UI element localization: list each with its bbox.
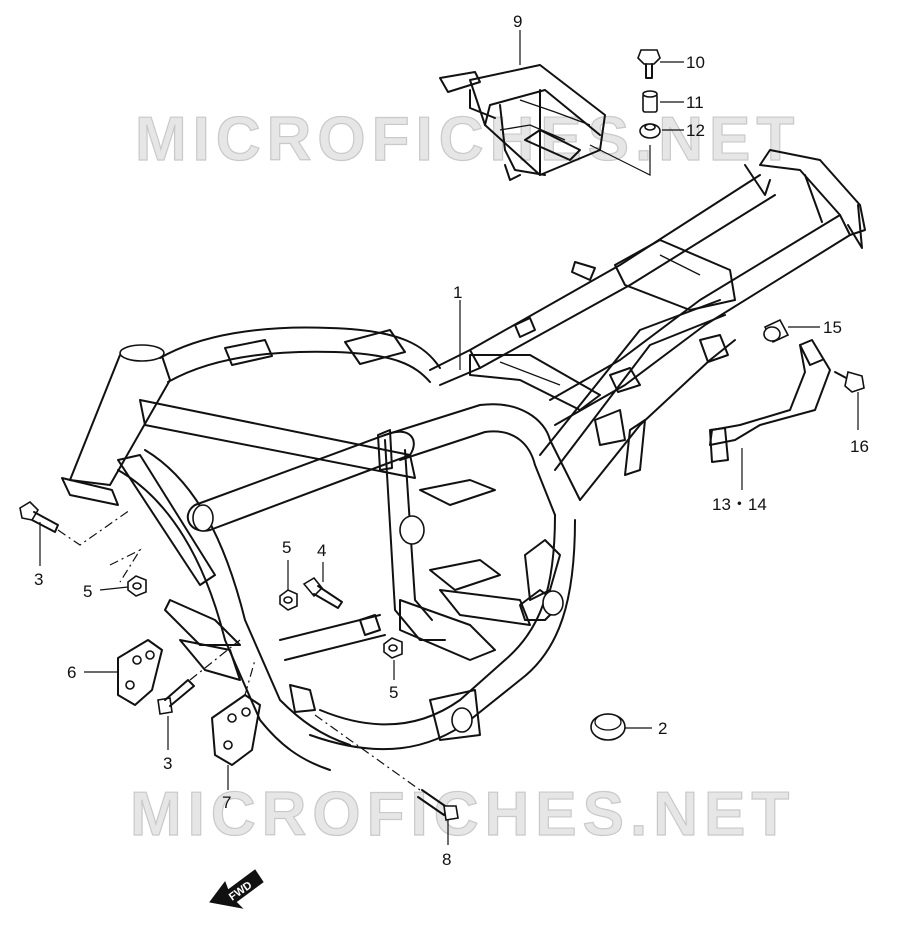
callout-11: 11 xyxy=(686,93,704,112)
callout-6: 6 xyxy=(67,663,76,682)
cap-2 xyxy=(590,713,626,741)
dash-3-upper xyxy=(57,509,131,546)
callout-7: 7 xyxy=(222,793,231,812)
callout-5-lower: 5 xyxy=(389,683,398,702)
bolt-8 xyxy=(417,789,459,821)
nut-5-lower xyxy=(383,637,403,659)
callout-3-lower: 3 xyxy=(163,754,172,773)
watermark-bottom: MICROFICHES.NET xyxy=(130,780,795,849)
callout-3-upper: 3 xyxy=(34,570,43,589)
callout-10: 10 xyxy=(686,53,705,72)
spacer-11 xyxy=(642,90,658,113)
spacer-15 xyxy=(763,318,790,344)
plate-6 xyxy=(117,639,163,706)
leader-5-left xyxy=(99,586,129,591)
callout-15: 15 xyxy=(823,318,842,337)
callout-16: 16 xyxy=(850,437,869,456)
bolt-16 xyxy=(834,370,865,393)
callout-4: 4 xyxy=(317,541,326,560)
bolt-3-lower xyxy=(157,679,195,715)
dash-5-left xyxy=(109,548,142,583)
callout-13-14: 13・14 xyxy=(712,495,767,514)
dash-7 xyxy=(244,659,256,696)
leader-12-battery xyxy=(589,144,651,176)
bolt-10 xyxy=(637,49,661,79)
fwd-arrow-icon: FWD xyxy=(209,869,264,909)
callout-5-left: 5 xyxy=(83,582,92,601)
grommet-12 xyxy=(639,123,661,139)
callout-9: 9 xyxy=(513,12,522,31)
dash-3-lower xyxy=(189,639,241,681)
watermark-top: MICROFICHES.NET xyxy=(135,105,800,174)
bolt-3-upper xyxy=(19,500,59,533)
callout-12: 12 xyxy=(686,121,705,140)
nut-5-left xyxy=(127,575,147,597)
callout-1: 1 xyxy=(453,283,462,302)
bracket-13-14 xyxy=(709,339,831,463)
main-frame xyxy=(61,149,866,771)
nut-5-middle xyxy=(279,589,298,611)
callout-5-middle: 5 xyxy=(282,538,291,557)
dash-8 xyxy=(314,714,421,791)
callout-8: 8 xyxy=(442,850,451,869)
bolt-4 xyxy=(302,576,343,609)
callout-2: 2 xyxy=(658,719,667,738)
